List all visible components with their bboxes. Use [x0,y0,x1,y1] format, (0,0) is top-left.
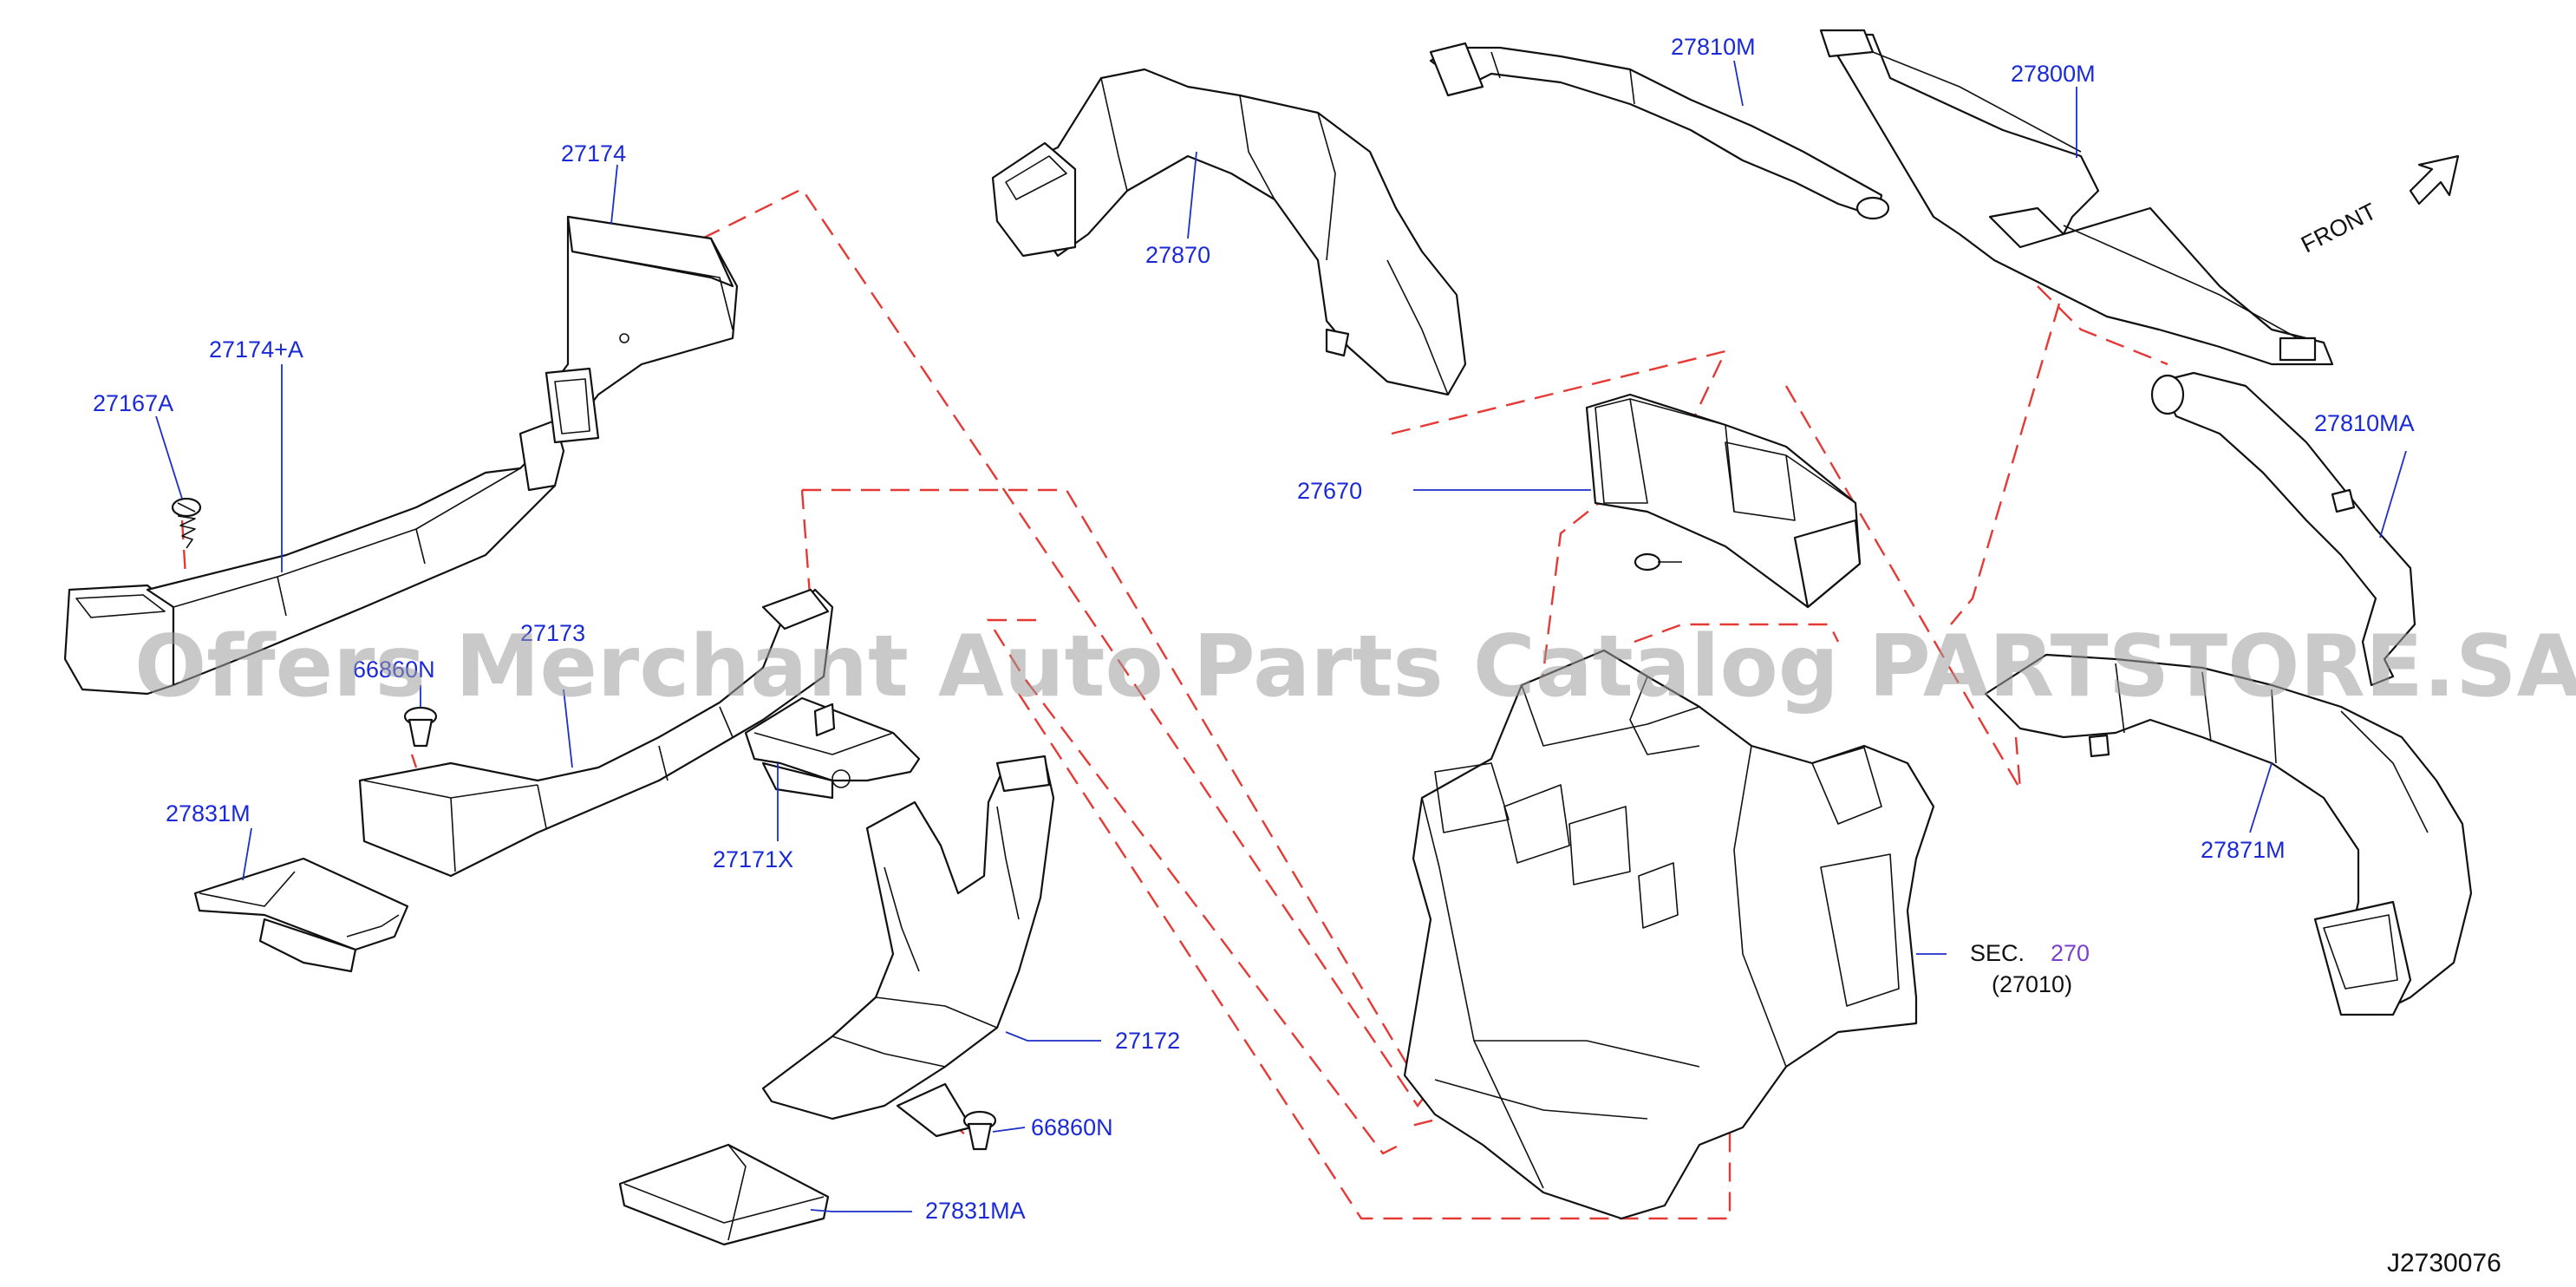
defroster-duct-27800M[interactable] [1819,29,2334,366]
front-arrow-icon [2409,154,2460,206]
duct-27174-assembly[interactable] [63,215,739,696]
foot-duct-27831M[interactable] [193,857,409,973]
label-sec-prefix: SEC. [1970,940,2025,966]
label-66860N-a[interactable]: 66860N [353,657,435,683]
heater-unit-27010[interactable] [1403,649,1935,1220]
label-27810M[interactable]: 27810M [1671,34,1756,60]
diagram-id: J2730076 [2387,1249,2501,1277]
label-27831M[interactable]: 27831M [166,800,251,826]
label-27171X[interactable]: 27171X [713,846,793,872]
label-66860N-b[interactable]: 66860N [1031,1114,1113,1140]
label-27870[interactable]: 27870 [1145,242,1210,268]
label-27810MA[interactable]: 27810MA [2314,410,2415,436]
duct-27870[interactable] [991,68,1467,396]
label-27670[interactable]: 27670 [1297,478,1362,504]
tube-27810MA[interactable] [2150,371,2416,687]
label-sec-ref: (27010) [1992,971,2072,997]
label-front: FRONT [2297,198,2380,258]
clip-66860N-a[interactable] [403,706,438,748]
label-27173[interactable]: 27173 [520,620,585,646]
label-27174A[interactable]: 27174+A [209,336,303,363]
duct-27173[interactable] [358,588,834,878]
leader-lines [155,60,2407,1212]
label-27167A[interactable]: 27167A [93,390,173,416]
label-27174[interactable]: 27174 [561,140,626,167]
heater-duct-27670[interactable] [1585,393,1862,609]
tube-27810M[interactable] [1429,42,1890,220]
label-27800M[interactable]: 27800M [2011,61,2096,87]
screw-27167A[interactable] [171,497,202,549]
label-sec-number[interactable]: 270 [2051,940,2090,966]
watermark: Offers Merchant Auto Parts Catalog PARTS… [134,617,2576,716]
assembly-guide-lines [180,160,2168,1220]
label-27831MA[interactable]: 27831MA [925,1198,1026,1224]
duct-27172[interactable] [761,755,1055,1138]
duct-27871M[interactable] [1984,653,2473,1016]
label-27871M[interactable]: 27871M [2201,837,2286,863]
label-27172[interactable]: 27172 [1115,1028,1180,1054]
clip-66860N-b[interactable] [962,1110,997,1151]
screw-27670[interactable] [1634,552,1682,572]
part-labels: 27174 27174+A 27167A 27173 66860N 27831M… [93,34,2501,1277]
duct-27171X[interactable] [744,696,921,800]
foot-duct-27831MA[interactable] [618,1143,830,1246]
